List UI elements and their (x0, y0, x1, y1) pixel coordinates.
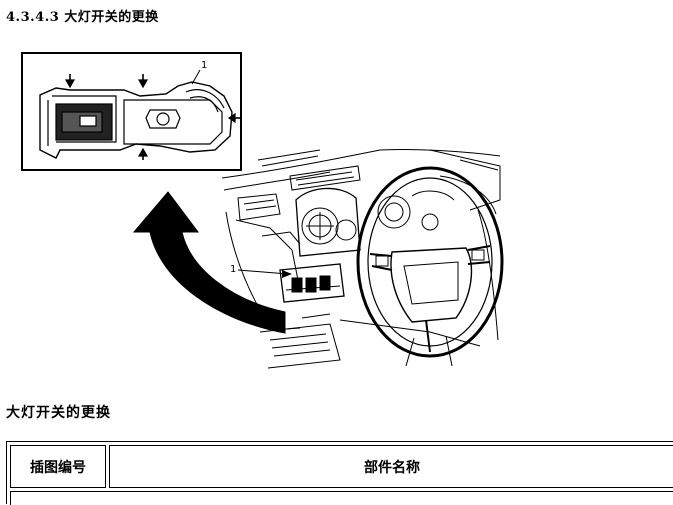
header-figure-number: 插图编号 (10, 445, 106, 488)
inset-callout-1: 1 (201, 60, 207, 71)
pointer-arrow (132, 191, 286, 334)
section-heading: 4.3.4.3 大灯开关的更换 (6, 10, 159, 25)
headlamp-switch-figure: 1 (21, 52, 504, 369)
main-callout-1: 1 (230, 264, 236, 275)
parts-table: 插图编号 部件名称 (6, 441, 673, 505)
callout-leader (237, 269, 289, 275)
steering-wheel (356, 166, 504, 367)
dashboard-drawing (221, 148, 501, 369)
header-part-name: 部件名称 (109, 445, 673, 488)
inset-detail (21, 52, 242, 171)
table-row (10, 491, 673, 505)
caption-heading: 大灯开关的更换 (6, 405, 111, 421)
